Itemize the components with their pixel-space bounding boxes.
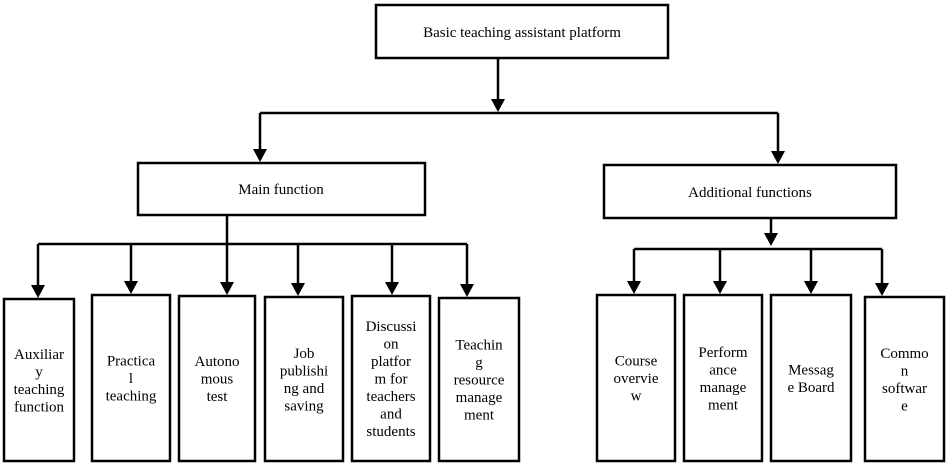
main-leaf-5-line-2: on <box>384 337 400 353</box>
to-main-connector-arrowhead <box>253 149 267 162</box>
to-additional-connector-arrowhead <box>771 151 785 164</box>
main-leaf-5-line-3: platfor <box>371 354 411 370</box>
main-leaf-4-line-2: publishi <box>280 363 328 379</box>
additional-child-connector-4-arrowhead <box>875 283 889 296</box>
main-leaf-6-line-1: Teachin <box>455 338 503 354</box>
main-leaf-2-line-2: l <box>129 371 133 387</box>
additional-leaf-2-line-1: Perform <box>698 345 747 361</box>
additional-leaf-2-line-3: manage <box>700 380 747 396</box>
root-node-label: Basic teaching assistant platform <box>423 25 621 41</box>
additional-child-connector-3-arrowhead <box>804 281 818 294</box>
main-function-label: Main function <box>238 182 324 198</box>
main-leaf-5-line-7: students <box>366 424 415 440</box>
main-child-connector-6-arrowhead <box>460 284 474 297</box>
main-child-connector-2-arrowhead <box>124 281 138 294</box>
additional-child-connector-1-arrowhead <box>627 281 641 294</box>
main-leaf-3-line-2: mous <box>201 372 234 388</box>
additional-leaf-1-line-2: overvie <box>614 371 659 387</box>
main-leaf-6-line-5: ment <box>464 408 495 424</box>
additional-functions-label: Additional functions <box>688 185 812 201</box>
main-leaf-1-line-1: Auxiliar <box>14 347 64 363</box>
additional-leaf-2-line-2: ance <box>709 362 737 378</box>
additional-functions-node: Additional functions <box>602 163 898 220</box>
main-child-connector-5-arrowhead <box>385 282 399 295</box>
leaf-nodes: AuxiliaryteachingfunctionPracticalteachi… <box>2 293 946 463</box>
main-leaf-5-line-5: teachers <box>366 389 415 405</box>
root-down-connector-arrowhead <box>491 99 505 112</box>
main-leaf-5-line-1: Discussi <box>366 319 417 335</box>
main-child-connector-3-arrowhead <box>220 282 234 295</box>
main-leaf-2-line-1: Practica <box>107 354 156 370</box>
main-leaf-6-line-4: manage <box>456 390 503 406</box>
main-child-connector-1-arrowhead <box>31 285 45 298</box>
main-leaf-5-line-4: m for <box>375 372 408 388</box>
additional-leaf-2-line-4: ment <box>708 397 739 413</box>
additional-leaf-3-line-1: Messag <box>788 362 834 378</box>
additional-leaf-4-line-1: Commo <box>880 346 928 362</box>
additional-leaf-1-line-1: Course <box>615 354 658 370</box>
main-leaf-3-line-1: Autono <box>195 354 240 370</box>
additional-child-connector-2-arrowhead <box>713 281 727 294</box>
main-leaf-4-line-4: saving <box>284 398 324 414</box>
main-leaf-1-line-4: function <box>14 399 64 415</box>
main-leaf-1-line-2: y <box>35 364 43 380</box>
main-leaf-5-line-6: and <box>380 407 402 423</box>
main-leaf-3-line-3: test <box>207 389 229 405</box>
main-leaf-4-line-1: Job <box>294 346 315 362</box>
additional-down-connector-arrowhead <box>764 233 778 246</box>
connector-lines <box>31 58 889 298</box>
additional-leaf-3: Messag e Board <box>769 293 853 463</box>
main-leaf-6-line-3: resource <box>454 373 505 389</box>
main-leaf-6-line-2: g <box>475 355 483 371</box>
additional-leaf-4-line-2: n <box>901 363 909 379</box>
additional-leaf-1-line-3: w <box>631 389 642 405</box>
main-function-node: Main function <box>136 161 427 217</box>
main-leaf-2-line-3: teaching <box>106 389 157 405</box>
main-leaf-1-line-3: teaching <box>14 382 65 398</box>
main-leaf-4-line-3: ng and <box>284 381 325 397</box>
additional-leaf-4-line-3: softwar <box>882 381 927 397</box>
main-child-connector-4-arrowhead <box>291 283 305 296</box>
additional-leaf-3-line-2: e Board <box>787 380 835 396</box>
root-node: Basic teaching assistant platform <box>374 3 670 60</box>
additional-leaf-4-line-4: e <box>901 398 908 414</box>
